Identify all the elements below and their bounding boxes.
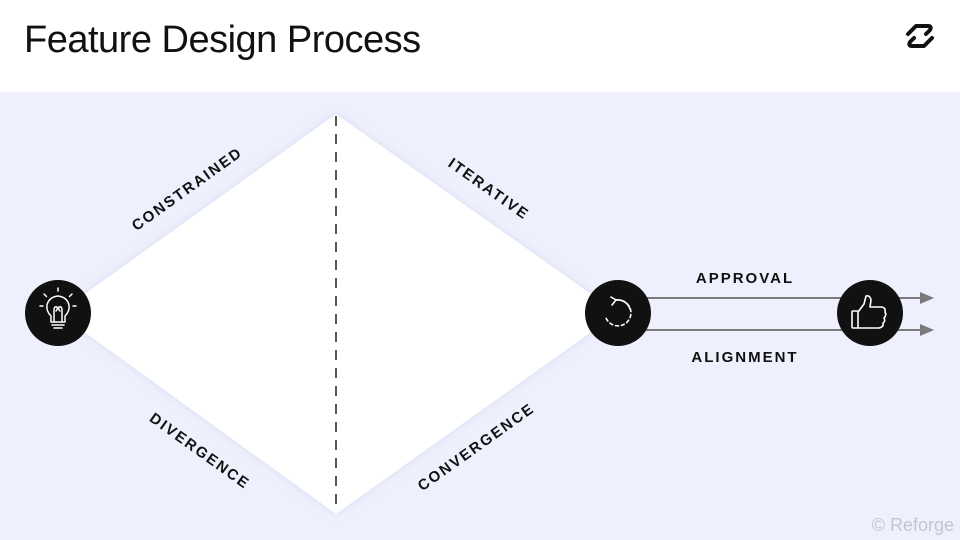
double-diamond-shape [58,114,618,514]
reforge-logo-icon [906,24,934,48]
page-title: Feature Design Process [24,19,421,61]
approve-node [837,280,903,346]
header: Feature Design Process [0,0,960,92]
lightbulb-icon [39,287,77,329]
refresh-icon [605,296,632,327]
label-alignment: ALIGNMENT [691,349,798,366]
copyright-text: © Reforge [871,515,954,535]
idea-node [25,280,91,346]
design-process-diagram: CONSTRAINED ITERATIVE DIVERGENCE CONVERG… [25,114,934,514]
label-approval: APPROVAL [696,270,794,287]
iterate-node [585,280,651,346]
thumbs-up-icon [851,295,887,329]
diagram-canvas: CONSTRAINED ITERATIVE DIVERGENCE CONVERG… [0,92,960,540]
